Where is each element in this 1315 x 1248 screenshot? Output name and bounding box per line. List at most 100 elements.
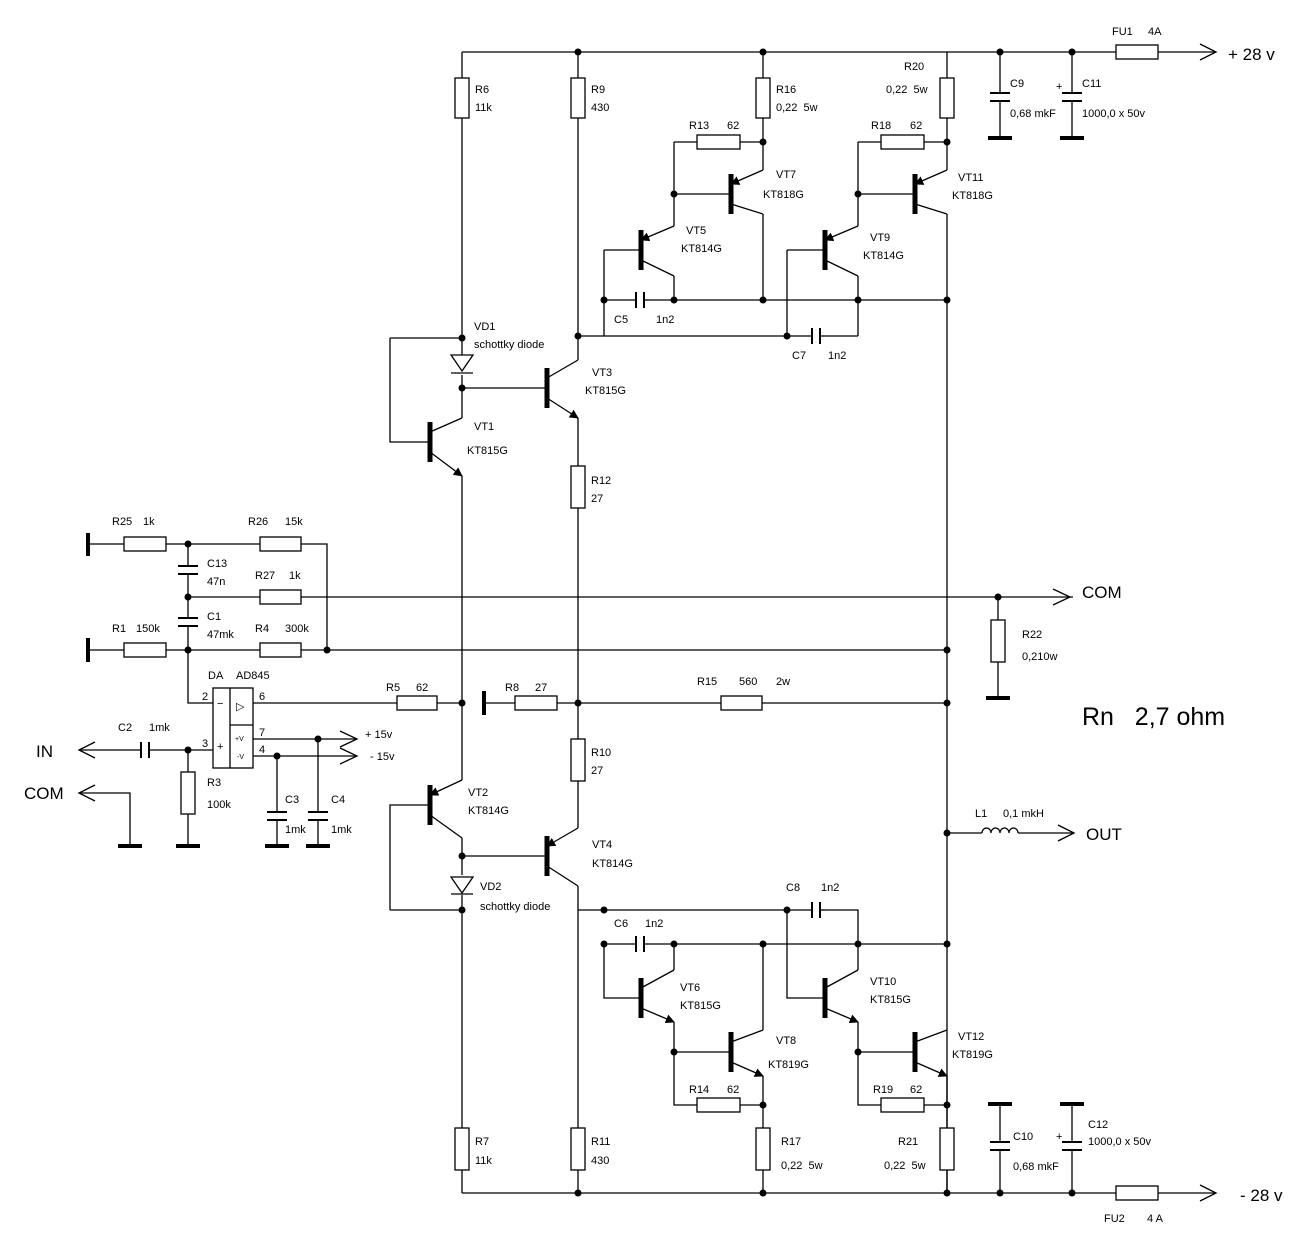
label-trans-vt7: VT7	[776, 169, 796, 181]
label-caps-c10: C10	[1013, 1131, 1033, 1143]
label-trans-vt7p: KT818G	[763, 189, 804, 201]
capacitor-c10	[990, 1141, 1010, 1151]
label-caps-c4v: 1mk	[331, 824, 352, 836]
label-diodes-vd1: VD1	[474, 321, 495, 333]
opamp-plus: +	[217, 741, 223, 753]
junction-dots	[184, 48, 1076, 1197]
resistor-r8	[514, 695, 558, 711]
label-res-r22: R22	[1022, 629, 1042, 641]
resistor-r13	[696, 134, 741, 150]
label-trans-vt1: VT1	[474, 421, 494, 433]
label-com-right: COM	[1082, 583, 1122, 602]
label-pos-rail: + 28 v	[1228, 45, 1275, 64]
label-res-r15p: 2w	[776, 676, 790, 688]
label-res-r20v: 0,22 5w	[886, 84, 928, 96]
label-res-r10v: 27	[591, 765, 603, 777]
capacitor-c6	[635, 936, 645, 952]
label-caps-c7v: 1n2	[828, 350, 846, 362]
capacitor-c13	[178, 565, 198, 575]
resistor-r26	[259, 536, 302, 552]
label-res-r25: R25	[112, 516, 132, 528]
label-res-r3: R3	[207, 777, 221, 789]
capacitor-c8	[811, 902, 821, 918]
wiring	[77, 52, 1076, 1193]
label-res-r9: R9	[591, 84, 605, 96]
label-caps-c1v: 47mk	[207, 629, 234, 641]
label-res-r9v: 430	[591, 102, 609, 114]
label-caps-c4: C4	[331, 794, 345, 806]
label-trans-vt3p: KT815G	[585, 385, 626, 397]
label-caps-plus: +	[1056, 1131, 1062, 1143]
label-res-r26v: 15k	[285, 516, 303, 528]
resistor-r17	[755, 1127, 771, 1171]
label-res-r21: R21	[898, 1136, 918, 1148]
resistor-r27	[259, 589, 302, 605]
label-res-r16: R16	[776, 84, 796, 96]
label-res-r16v: 0,22 5w	[776, 102, 818, 114]
label-caps-c7: C7	[792, 350, 806, 362]
label-res-r7v: 11k	[475, 1155, 492, 1167]
label-caps-c11: C11	[1082, 78, 1101, 90]
fuse-fu2	[1115, 1185, 1159, 1201]
diode-vd2	[449, 876, 475, 895]
fu2-ref: FU2	[1104, 1213, 1125, 1225]
label-res-r19: R19	[873, 1084, 893, 1096]
fuse-fu1	[1115, 44, 1159, 60]
resistor-r19	[880, 1097, 925, 1113]
resistor-r25	[123, 536, 167, 552]
label-res-r5v: 62	[416, 682, 428, 694]
rail-m15: - 15v	[370, 751, 395, 763]
negative-rail	[462, 1184, 1218, 1202]
label-res-r6v: 11k	[475, 102, 492, 114]
resistor-r16	[755, 77, 771, 119]
label-res-r10: R10	[591, 747, 611, 759]
resistors	[123, 77, 1006, 1171]
opamp-vm: -V	[237, 754, 244, 761]
opamp-ref: DA	[208, 670, 224, 682]
capacitors	[140, 92, 1082, 1151]
fu1-ref: FU1	[1112, 26, 1133, 38]
label-res-r25v: 1k	[143, 516, 155, 528]
label-load: Rn 2,7 ohm	[1082, 703, 1225, 731]
label-caps-c2v: 1mk	[149, 722, 170, 734]
label-res-r3v: 100k	[207, 799, 231, 811]
label-in: IN	[36, 742, 53, 761]
resistor-r9	[570, 77, 586, 119]
label-trans-vt3: VT3	[592, 367, 612, 379]
label-caps-c5: C5	[614, 314, 628, 326]
positive-rail	[462, 43, 1218, 61]
opamp-minus: −	[217, 698, 223, 710]
resistor-r18	[880, 134, 925, 150]
label-res-r18v: 62	[910, 120, 922, 132]
fu2-val: 4 A	[1147, 1213, 1164, 1225]
label-diodes-vd1t: schottky diode	[474, 339, 544, 351]
opamp-vp: +V	[235, 736, 244, 743]
label-trans-vt1p: KT815G	[467, 445, 508, 457]
resistor-r20	[939, 77, 955, 119]
label-caps-c1: C1	[207, 611, 221, 623]
label-res-r7: R7	[475, 1136, 489, 1148]
opamp-pin7: 7	[259, 727, 265, 739]
label-diodes-vd2: VD2	[480, 881, 501, 893]
label-inductor-ref: L1	[975, 808, 987, 820]
label-caps-c8: C8	[786, 882, 800, 894]
resistor-r14	[696, 1097, 741, 1113]
inductor-l1	[981, 827, 1019, 834]
capacitor-c7	[811, 328, 821, 344]
label-res-r8v: 27	[535, 682, 547, 694]
label-caps-c12v: 1000,0 x 50v	[1088, 1136, 1151, 1148]
resistor-r10	[570, 738, 586, 782]
label-res-r12: R12	[591, 475, 611, 487]
label-caps-c13: C13	[207, 558, 227, 570]
label-caps-c3v: 1mk	[285, 824, 306, 836]
label-trans-vt5p: KT814G	[681, 243, 722, 255]
label-res-r11: R11	[591, 1136, 610, 1148]
labels: + 28 v - 28 v COM OUT IN COM Rn 2,7 ohm …	[24, 26, 1283, 1225]
label-res-r19v: 62	[910, 1084, 922, 1096]
resistor-r6	[454, 77, 470, 119]
label-diodes-vd2t: schottky diode	[480, 901, 550, 913]
resistor-r12	[570, 465, 586, 509]
label-caps-c8v: 1n2	[821, 882, 839, 894]
label-trans-vt10: VT10	[870, 976, 896, 988]
